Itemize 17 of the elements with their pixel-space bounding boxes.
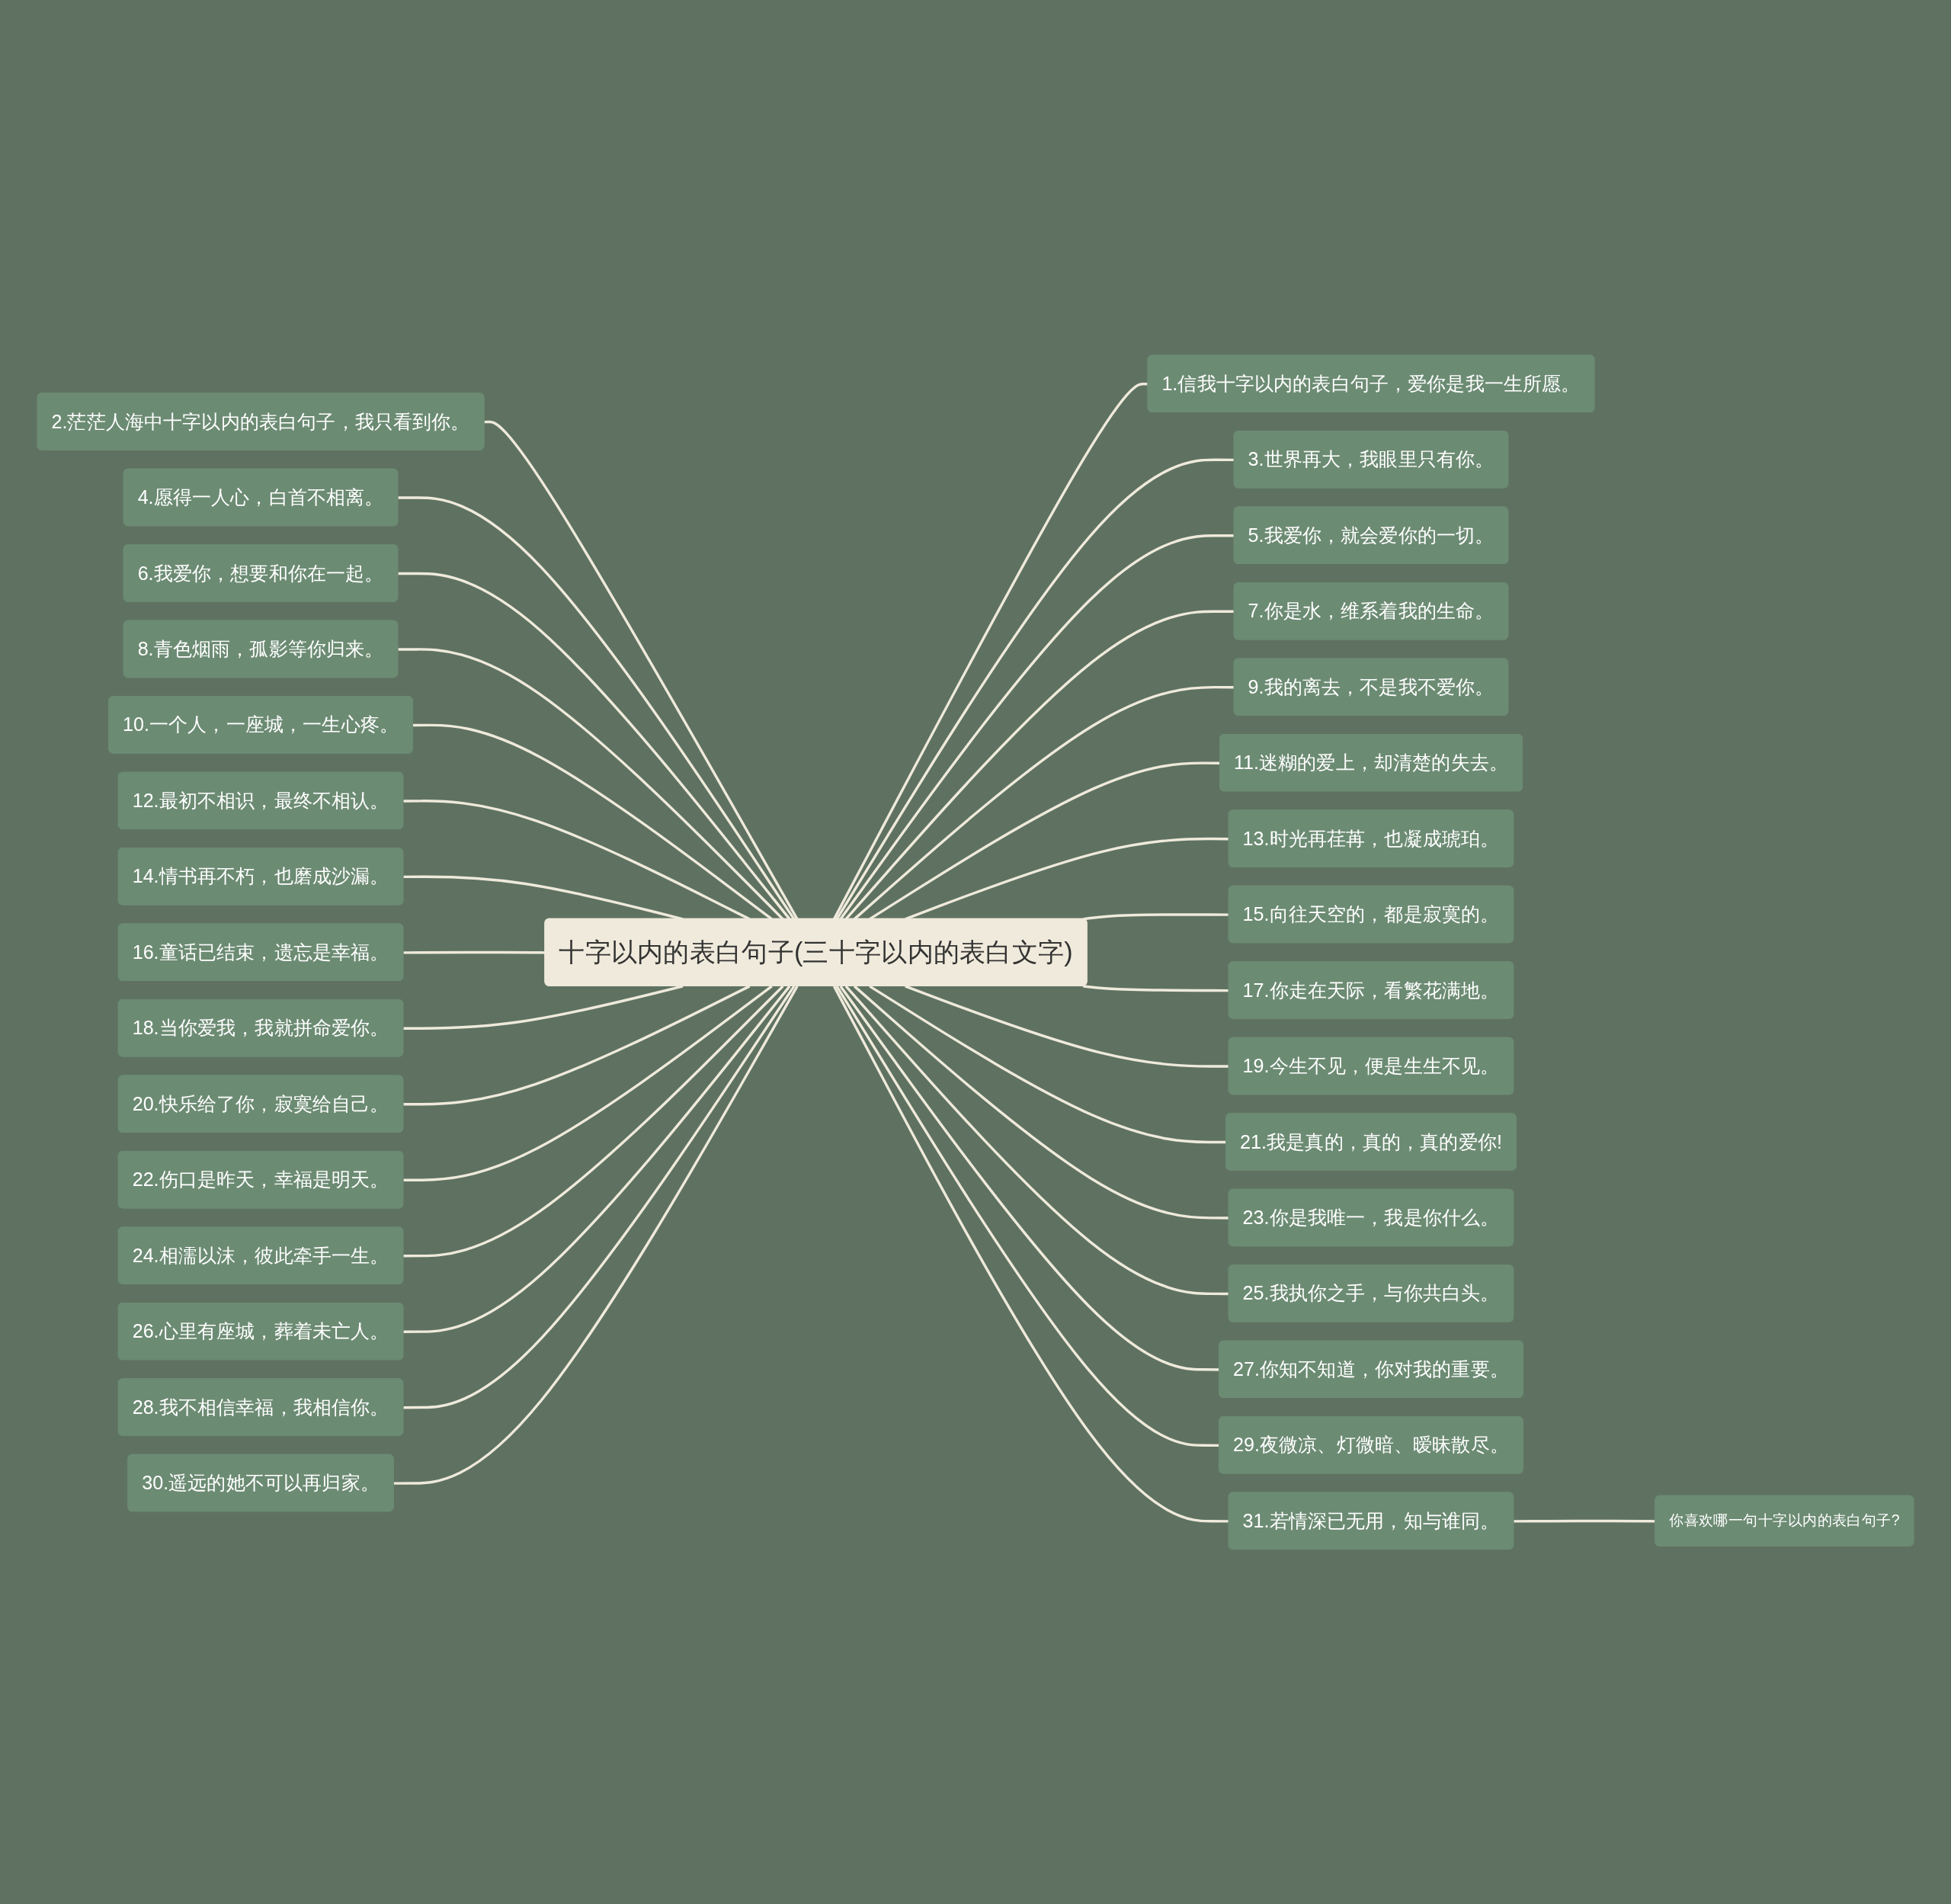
connector <box>1082 912 1229 921</box>
connector <box>403 985 791 1333</box>
connector <box>905 837 1229 921</box>
connector <box>1082 984 1229 992</box>
connector <box>403 985 796 1409</box>
connector <box>835 458 1235 920</box>
connector <box>403 985 773 1181</box>
connector <box>839 534 1235 920</box>
connector <box>905 985 1229 1068</box>
connector <box>853 685 1235 920</box>
connector <box>844 610 1235 920</box>
connector <box>393 985 799 1485</box>
connector <box>853 985 1229 1220</box>
connector <box>832 985 1229 1523</box>
connector <box>844 985 1229 1295</box>
connector <box>403 985 751 1106</box>
connector <box>403 985 784 1258</box>
